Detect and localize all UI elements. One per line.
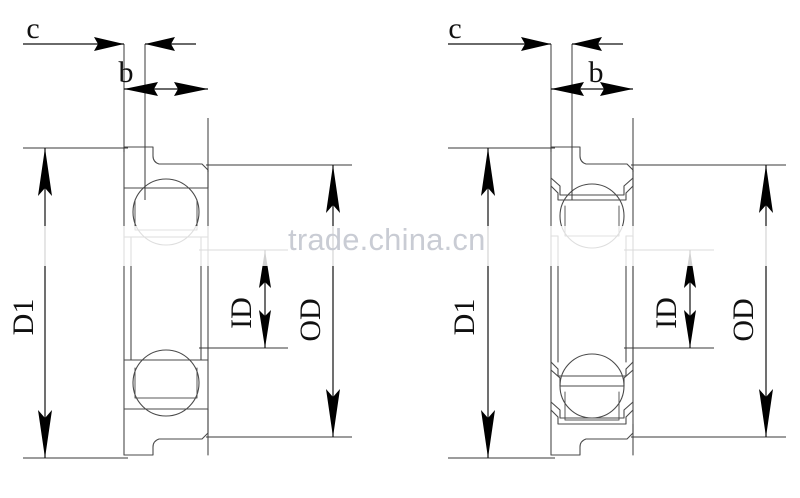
label-b-left: b [119, 56, 134, 89]
watermark-group: trade.china.cn [0, 222, 800, 266]
label-d1-right: D1 [448, 299, 481, 336]
dimension-b-right [551, 82, 633, 96]
dimension-id-right [684, 250, 696, 348]
dimension-c-right [448, 37, 623, 51]
dimension-od-left [326, 165, 340, 437]
dimension-d1-right [481, 148, 495, 458]
right-bearing-outline [550, 146, 634, 456]
watermark-text: trade.china.cn [288, 222, 486, 257]
label-b-right: b [589, 56, 604, 89]
dimension-b-left [124, 82, 208, 96]
right-view-group: c b D1 OD [448, 12, 786, 459]
label-c-right: c [448, 12, 461, 45]
label-od-right: OD [727, 298, 760, 341]
label-od-left: OD [294, 298, 327, 341]
label-id-right: ID [650, 297, 683, 329]
dimension-d1-left [38, 148, 52, 458]
label-c-left: c [26, 12, 39, 45]
dimension-c-left [23, 37, 196, 51]
dimension-od-right [759, 165, 773, 437]
label-id-left: ID [225, 297, 258, 329]
left-view-group: c b D1 OD [7, 12, 352, 459]
label-d1-left: D1 [7, 299, 40, 336]
dimension-id-left [259, 250, 271, 348]
left-bearing-outline [123, 146, 209, 456]
